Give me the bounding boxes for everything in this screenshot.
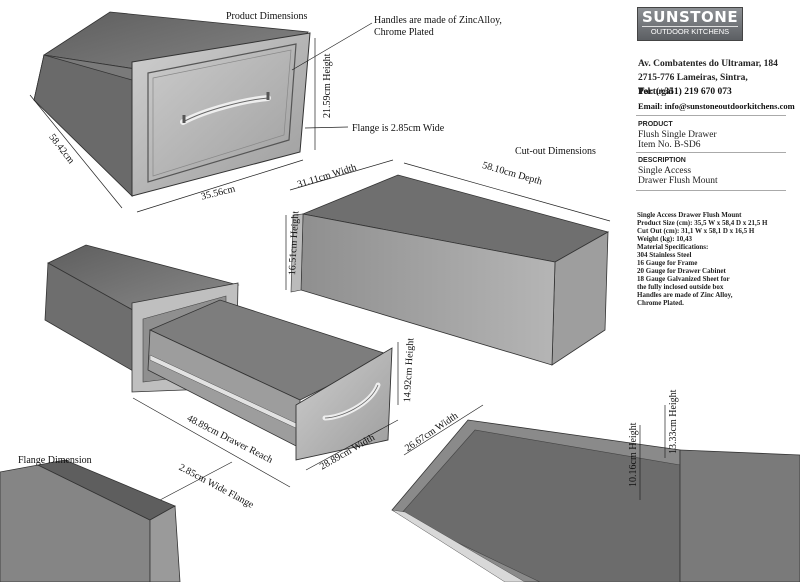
spec-material-4: 18 Gauge Galvanized Sheet for: [637, 275, 730, 283]
divider: [636, 115, 786, 116]
spec-material-6: Handles are made of Zinc Alloy,: [637, 291, 733, 299]
product-name: Flush Single Drawer: [638, 130, 717, 140]
dim-inner-height-1: 10.16cm Height: [628, 422, 639, 487]
divider: [636, 152, 786, 153]
description-line-1: Single Access: [638, 166, 692, 176]
spec-weight: Weight (kg): 10,43: [637, 235, 693, 243]
logo-name: SUNSTONE: [641, 8, 739, 26]
phone-number: Tel: (+351) 219 670 073: [638, 87, 732, 97]
address-line-3: Portugal: [638, 87, 674, 97]
flange-dimension-caption: Flange Dimension: [18, 455, 92, 466]
spec-material-3: 20 Gauge for Drawer Cabinet: [637, 267, 726, 275]
address-line-2: 2715-776 Lameiras, Sintra,: [638, 73, 748, 83]
description-heading: DESCRIPTION: [638, 157, 686, 164]
handles-note-line-1: Handles are made of ZincAlloy,: [374, 15, 502, 26]
logo-tagline: OUTDOOR KITCHENS: [642, 26, 738, 37]
description-line-2: Drawer Flush Mount: [638, 176, 718, 186]
divider: [636, 190, 786, 191]
open-drawer-view: [44, 244, 399, 488]
flange-note: Flange is 2.85cm Wide: [352, 123, 445, 134]
contact-block: Av. Combatentes do Ultramar, 184 2715-77…: [638, 57, 778, 99]
product-heading: PRODUCT: [638, 121, 673, 128]
handles-note-line-2: Chrome Plated: [374, 27, 434, 38]
flange-detail: [0, 459, 233, 582]
dim-inner-height-2: 13.33cm Height: [668, 389, 679, 454]
spec-title: Single Access Drawer Flush Mount: [637, 211, 742, 219]
drawer-product-view: [29, 11, 373, 213]
drawer-interior-detail: [391, 404, 800, 582]
cutout-dimensions-caption: Cut-out Dimensions: [515, 146, 596, 157]
dim-product-height: 21.59cm Height: [322, 53, 333, 118]
specifications: Single Access Drawer Flush Mount Product…: [637, 211, 767, 307]
product-item-number: Item No. B-SD6: [638, 140, 701, 150]
sunstone-logo: SUNSTONE OUTDOOR KITCHENS: [637, 7, 743, 41]
spec-product-size: Product Size (cm): 35,5 W x 58,4 D x 21,…: [637, 219, 768, 227]
cutout-box-view: [285, 159, 611, 366]
spec-material-heading: Material Specifications:: [637, 243, 709, 251]
spec-material-5: the fully inclosed outside box: [637, 283, 724, 291]
spec-material-2: 16 Gauge for Frame: [637, 259, 698, 267]
spec-cut-out: Cut Out (cm): 31,1 W x 58,1 D x 16,5 H: [637, 227, 755, 235]
email-address: Email: info@sunstoneoutdoorkitchens.com: [638, 101, 795, 111]
spec-material-1: 304 Stainless Steel: [637, 251, 692, 259]
spec-material-7: Chrome Plated.: [637, 299, 684, 307]
address-line-1: Av. Combatentes do Ultramar, 184: [638, 59, 778, 69]
product-dimensions-caption: Product Dimensions: [226, 11, 308, 22]
